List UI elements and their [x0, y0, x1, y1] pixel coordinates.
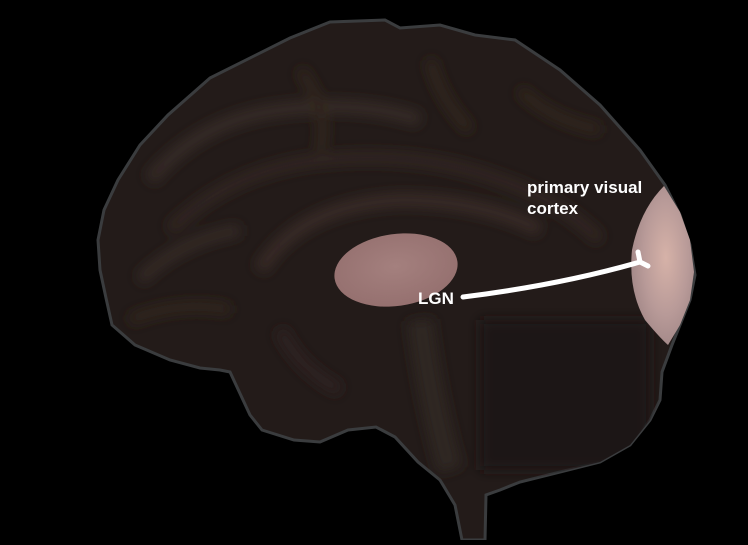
pathway-fork-end — [635, 249, 651, 269]
primary-visual-cortex-label: primary visual cortex — [527, 177, 642, 219]
optic-radiation-pathway — [460, 259, 643, 300]
lgn-region — [334, 233, 458, 307]
label-line-1: primary visual — [527, 178, 643, 197]
label-line-2: cortex — [527, 199, 579, 218]
lgn-label: LGN — [418, 289, 454, 308]
primary-visual-cortex-region — [631, 186, 694, 345]
gyri-texture — [128, 58, 650, 474]
